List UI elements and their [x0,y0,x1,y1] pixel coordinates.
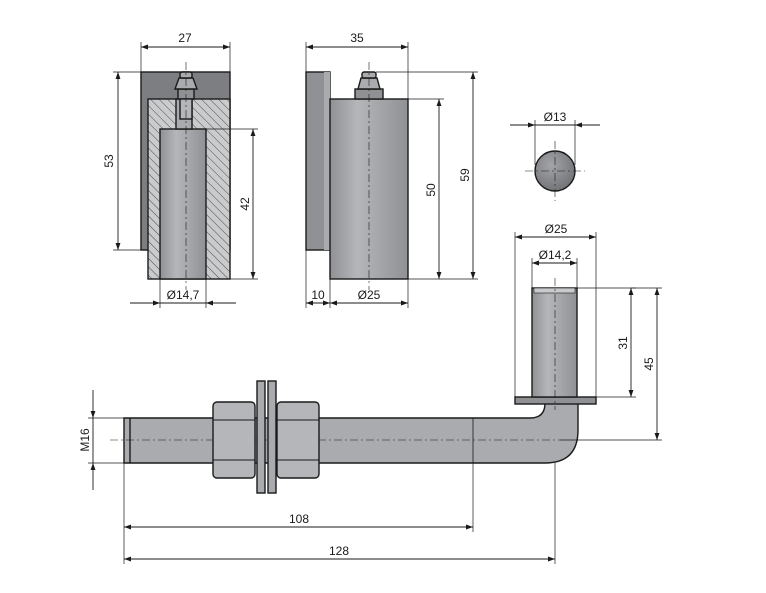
dim-plate-thickness: 10 [311,288,325,302]
washer-right [267,380,277,494]
section-view-dimensions: 27 53 42 Ø14,7 [102,31,258,308]
section-view [140,62,231,290]
dim-collar-diameter: Ø25 [545,222,568,236]
hinge-pin-dimensions: Ø25 Ø14,2 31 45 M16 108 128 [78,222,662,564]
dim-side-width: 35 [350,31,364,45]
dim-side-body-height: 50 [424,183,438,197]
dim-section-height: 53 [102,154,116,168]
hex-nut-left-icon [212,401,256,479]
hinge-pin [110,278,597,494]
dim-total-length: 128 [329,544,349,558]
dim-bore-depth: 42 [238,197,252,211]
dim-thread-length: 108 [289,512,309,526]
dim-body-diameter: Ø25 [358,288,381,302]
threaded-shaft [123,401,579,464]
vertical-pin [531,287,578,398]
washer-left [256,380,266,494]
dim-pin-section-diameter: Ø13 [544,110,567,124]
dim-side-total-height: 59 [458,168,472,182]
dim-pin-diameter: Ø14,2 [539,248,572,262]
dim-pin-total: 45 [642,357,656,371]
side-view-dimensions: 35 59 50 10 Ø25 [305,31,478,308]
pin-collar [514,396,597,405]
section-bore [159,128,207,280]
dim-bore-diameter: Ø14,7 [167,288,200,302]
dim-thread-size: M16 [78,428,92,452]
dim-pin-length: 31 [616,336,630,350]
pin-cross-section: Ø13 [510,110,600,201]
dim-section-width: 27 [178,31,192,45]
hex-nut-right-icon [276,401,320,479]
side-view [305,62,409,290]
